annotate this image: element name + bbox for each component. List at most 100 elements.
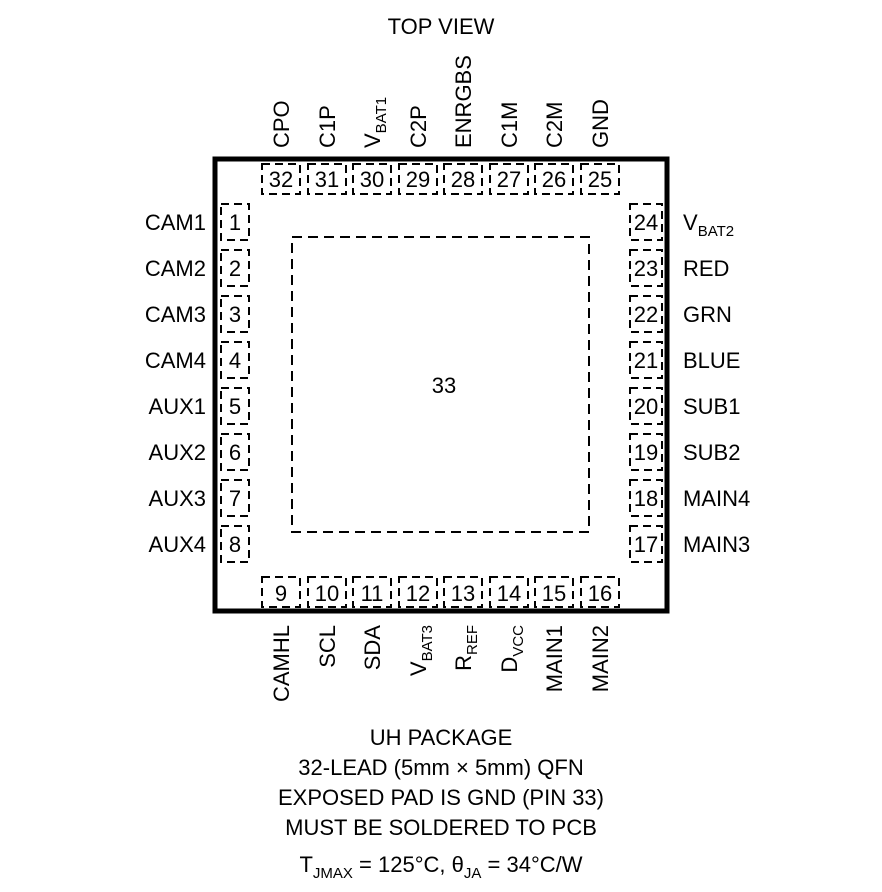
tjmax-value: = 125°C, xyxy=(353,852,452,877)
pin-label-bottom: CAMHL xyxy=(269,625,294,702)
pin-label-left: CAM2 xyxy=(145,256,206,281)
pin-pad xyxy=(629,203,663,241)
pin-name: SUB2 xyxy=(683,440,740,465)
pin-pad xyxy=(398,163,438,195)
pin-name: CAM1 xyxy=(145,210,206,235)
thermal-spec: TJMAX = 125°C, θJA = 34°C/W xyxy=(299,852,582,882)
tjmax-subscript: JMAX xyxy=(313,865,353,882)
pin-2: 2 CAM2 xyxy=(145,249,250,287)
pin-number: 27 xyxy=(497,167,521,192)
pin-pad xyxy=(629,249,663,287)
pin-27: 27 C1M xyxy=(489,102,529,195)
pin-name: V xyxy=(683,210,698,235)
pin-label-right: SUB2 xyxy=(683,440,740,465)
pin-label-right: GRN xyxy=(683,302,732,327)
pin-pad xyxy=(489,576,529,608)
pin-label-left: AUX4 xyxy=(149,532,206,557)
pin-number: 2 xyxy=(229,256,241,281)
pin-name-subscript: VCC xyxy=(510,625,527,657)
pin-name: MAIN2 xyxy=(588,625,613,692)
pin-number: 22 xyxy=(634,302,658,327)
pin-label-top: C2M xyxy=(542,102,567,148)
pin-label-right: RED xyxy=(683,256,729,281)
pin-name-subscript: BAT2 xyxy=(698,223,734,240)
pin-name: AUX1 xyxy=(149,394,206,419)
pin-name: MAIN4 xyxy=(683,486,750,511)
pin-label-right: MAIN3 xyxy=(683,532,750,557)
pin-25: 25 GND xyxy=(580,99,620,195)
top-view-title: TOP VIEW xyxy=(388,14,495,39)
pin-pad xyxy=(220,341,250,379)
pin-pad xyxy=(489,163,529,195)
exposed-pad-outline xyxy=(291,236,590,533)
pin-pad xyxy=(220,203,250,241)
pin-number: 30 xyxy=(360,167,384,192)
pin-22: 22 GRN xyxy=(629,295,732,333)
pin-name: CAM3 xyxy=(145,302,206,327)
pin-name: C1P xyxy=(315,105,340,148)
pins-top: 32CPO31C1P30VBAT129C2P28ENRGBS27C1M26C2M… xyxy=(261,55,620,195)
caption-line-2: 32-LEAD (5mm × 5mm) QFN xyxy=(298,755,583,780)
pin-label-bottom: DVCC xyxy=(497,625,527,673)
pin-5: 5 AUX1 xyxy=(149,387,250,425)
pin-label-top: ENRGBS xyxy=(451,55,476,148)
pin-number: 29 xyxy=(406,167,430,192)
pin-name: SUB1 xyxy=(683,394,740,419)
pin-name: CAMHL xyxy=(269,625,294,702)
pin-pad xyxy=(398,576,438,608)
pin-number: 12 xyxy=(406,581,430,606)
pin-label-left: CAM3 xyxy=(145,302,206,327)
pin-name: GRN xyxy=(683,302,732,327)
pin-number: 16 xyxy=(588,581,612,606)
pin-31: 31 C1P xyxy=(307,105,347,195)
pin-name: GND xyxy=(588,99,613,148)
pin-name: SCL xyxy=(315,625,340,668)
pins-bottom: 9CAMHL10SCL11SDA12VBAT313RREF14DVCC15MAI… xyxy=(261,576,620,702)
pin-pad xyxy=(220,387,250,425)
pin-number: 25 xyxy=(588,167,612,192)
pin-number: 10 xyxy=(315,581,339,606)
pin-pad xyxy=(629,387,663,425)
pin-label-bottom: SCL xyxy=(315,625,340,668)
theta-ja-subscript: JA xyxy=(464,865,482,882)
pin-name: MAIN1 xyxy=(542,625,567,692)
caption-line-4: MUST BE SOLDERED TO PCB xyxy=(285,815,597,840)
pin-name: V xyxy=(406,661,431,676)
pin-number: 24 xyxy=(634,210,658,235)
pin-number: 32 xyxy=(269,167,293,192)
pin-name: AUX4 xyxy=(149,532,206,557)
pin-19: 19 SUB2 xyxy=(629,433,740,471)
pin-label-right: SUB1 xyxy=(683,394,740,419)
pin-label-top: VBAT1 xyxy=(360,97,390,148)
pin-pad xyxy=(629,295,663,333)
pin-number: 15 xyxy=(542,581,566,606)
pin-label-top: C1M xyxy=(497,102,522,148)
pin-pad xyxy=(220,479,250,517)
pin-pad xyxy=(534,576,574,608)
pin-label-left: AUX2 xyxy=(149,440,206,465)
pin-number: 4 xyxy=(229,348,241,373)
pin-pad xyxy=(220,525,250,563)
pin-pad xyxy=(352,576,392,608)
pin-number: 7 xyxy=(229,486,241,511)
pin-pad xyxy=(580,163,620,195)
pin-number: 19 xyxy=(634,440,658,465)
pin-pad xyxy=(534,163,574,195)
pin-number: 5 xyxy=(229,394,241,419)
pin-number: 13 xyxy=(451,581,475,606)
pin-number: 31 xyxy=(315,167,339,192)
